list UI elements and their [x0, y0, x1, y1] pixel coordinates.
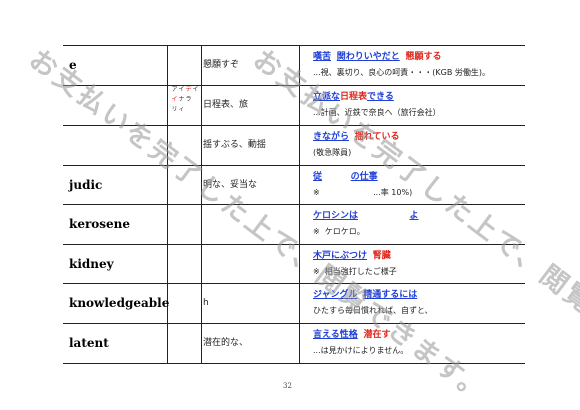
kana-reading	[171, 244, 199, 284]
kana-reading: アイテイイナラリィ	[171, 86, 199, 113]
mnemonic-phrase: ケロシンは よ	[313, 211, 419, 221]
kana-reading	[171, 204, 199, 244]
vocab-word: knowledgeable	[69, 296, 170, 310]
mnemonic-phrase: 従 の仕事	[313, 172, 378, 182]
vocab-meaning: 日程表、旅	[203, 100, 249, 110]
mnemonic-phrase: 言える性格 潜在す	[313, 330, 391, 340]
mnemonic-note: ...視、裏切り、良心の呵責・・・(KGB 労働生)。	[313, 68, 491, 77]
vocab-meaning: h	[203, 298, 209, 308]
mnemonic-note: ...は見かけによりません。	[313, 346, 409, 355]
kana-reading	[171, 323, 199, 363]
mnemonic-phrase: 木戸にぶつけ 腎臓	[313, 251, 391, 261]
mnemonic-note: ※ 相当強打したご様子	[313, 267, 397, 276]
kana-reading	[171, 125, 199, 165]
vocab-meaning: 明な、妥当な	[203, 180, 258, 190]
vocab-word: kidney	[69, 257, 114, 271]
vocab-word: kerosene	[69, 217, 131, 231]
page-number: 32	[283, 382, 292, 390]
mnemonic-note: ...計画、近鉄で奈良へ（旅行会社）	[313, 108, 441, 117]
mnemonic-phrase: 立派な日程表できる	[313, 92, 394, 102]
mnemonic-note: (敬急隊員)	[313, 148, 352, 157]
mnemonic-phrase: 嘆苦 関わりいやだと 懇願する	[313, 52, 442, 62]
mnemonic-phrase: きながら 揺れている	[313, 132, 400, 142]
table-row: judic 明な、妥当な 従 の仕事 ※ ...率 10%)	[63, 165, 525, 205]
kana-reading	[171, 165, 199, 205]
vocab-word: e	[69, 58, 77, 72]
table-row: アイテイイナラリィ日程表、旅 立派な日程表できる ...計画、近鉄で奈良へ（旅行会社…	[63, 85, 525, 125]
table-row: kidney 木戸にぶつけ 腎臓 ※ 相当強打したご様子	[63, 244, 525, 284]
vocab-meaning: 懇願すぞ	[203, 60, 240, 70]
kana-reading	[171, 45, 199, 85]
table-row: e 懇願すぞ 嘆苦 関わりいやだと 懇願する ...視、裏切り、良心の呵責・・・(KG…	[63, 45, 525, 85]
vocab-meaning: 揺すぶる、動揺	[203, 140, 266, 150]
table-bottom-rule	[63, 363, 525, 364]
table-row: 揺すぶる、動揺 きながら 揺れている (敬急隊員)	[63, 125, 525, 165]
table-row: kerosene ケロシンは よ ※ ケロケロ。	[63, 204, 525, 244]
vocab-word: latent	[69, 336, 109, 350]
mnemonic-note: ※ ケロケロ。	[313, 227, 365, 236]
mnemonic-phrase: ジャングル 精通するには	[313, 290, 418, 300]
kana-reading	[171, 283, 199, 323]
table-row: knowledgeable h ジャングル 精通するにはひたすら毎日慣れれば、自ずと…	[63, 283, 525, 323]
table-row: latent 潜在的な、 言える性格 潜在す ...は見かけによりません。	[63, 323, 525, 363]
vocab-meaning: 潜在的な、	[203, 338, 249, 348]
vocab-word: judic	[69, 178, 103, 192]
mnemonic-note: ひたすら毎日慣れれば、自ずと、	[313, 306, 433, 315]
mnemonic-note: ※ ...率 10%)	[313, 188, 413, 197]
